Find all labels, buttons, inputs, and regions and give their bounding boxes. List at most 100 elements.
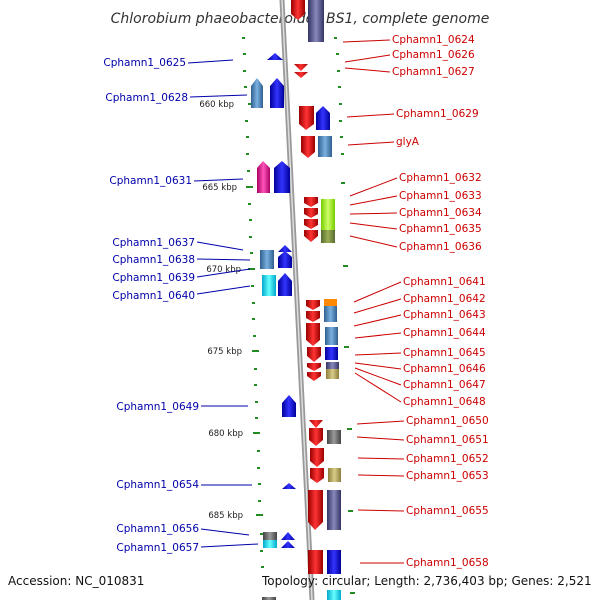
gene-arrow xyxy=(278,273,292,296)
gene-arrow xyxy=(282,483,296,489)
svg-text:665 kbp: 665 kbp xyxy=(202,183,237,193)
svg-text:685 kbp: 685 kbp xyxy=(208,511,243,521)
gene-block xyxy=(262,597,276,600)
gene-arrow xyxy=(304,230,318,242)
gene-block xyxy=(263,540,277,548)
gene-block xyxy=(324,306,337,322)
gene-label: Cphamn1_0629 xyxy=(396,108,479,120)
gene-arrow xyxy=(310,448,324,467)
gene-label: Cphamn1_0628 xyxy=(105,92,188,104)
gene-block xyxy=(321,199,335,230)
gene-label: Cphamn1_0624 xyxy=(392,34,475,46)
gene-arrow xyxy=(304,219,318,229)
topology-text: Topology: circular; Length: 2,736,403 bp… xyxy=(262,574,592,588)
gene-arrow xyxy=(309,428,323,446)
gene-label: Cphamn1_0650 xyxy=(406,415,489,427)
gene-label: Cphamn1_0644 xyxy=(403,327,486,339)
gene-label: Cphamn1_0635 xyxy=(399,223,482,235)
gene-label: Cphamn1_0643 xyxy=(403,309,486,321)
gene-arrow xyxy=(306,300,320,310)
gene-label: Cphamn1_0634 xyxy=(399,207,482,219)
gene-label: Cphamn1_0631 xyxy=(109,175,192,187)
gene-arrow xyxy=(310,468,324,483)
accession-text: Accession: NC_010831 xyxy=(8,574,145,588)
gene-label: Cphamn1_0657 xyxy=(116,542,199,554)
gene-arrow xyxy=(257,161,270,193)
gene-label: Cphamn1_0637 xyxy=(112,237,195,249)
gene-label: Cphamn1_0638 xyxy=(112,254,195,266)
gene-label: Cphamn1_0653 xyxy=(406,470,489,482)
gene-arrow xyxy=(294,64,308,71)
gene-label: Cphamn1_0654 xyxy=(116,479,199,491)
gene-block xyxy=(324,299,337,306)
gene-block xyxy=(326,362,339,369)
gene-arrow xyxy=(278,245,292,252)
gene-arrow xyxy=(281,541,295,548)
gene-arrow xyxy=(299,106,314,130)
gene-arrow xyxy=(306,311,320,322)
gene-arrow xyxy=(281,532,295,540)
gene-arrow xyxy=(251,78,263,108)
gene-block xyxy=(308,0,324,42)
gene-label: Cphamn1_0647 xyxy=(403,379,486,391)
gene-arrow xyxy=(301,136,315,158)
gene-label: Cphamn1_0642 xyxy=(403,293,486,305)
svg-text:660 kbp: 660 kbp xyxy=(199,100,234,110)
gene-arrow xyxy=(304,208,318,218)
svg-text:680 kbp: 680 kbp xyxy=(208,429,243,439)
gene-arrow xyxy=(304,197,318,207)
map-title: Chlorobium phaeobacteroides BS1, complet… xyxy=(111,11,490,27)
gene-block xyxy=(327,490,341,530)
gene-block xyxy=(291,0,305,8)
left-gene-labels: Cphamn1_0625 Cphamn1_0628 Cphamn1_0631 C… xyxy=(103,57,199,554)
gene-arrow xyxy=(282,395,296,417)
gene-block xyxy=(327,590,341,600)
gene-arrow xyxy=(274,161,290,193)
gene-block xyxy=(325,327,338,345)
gene-label: Cphamn1_0655 xyxy=(406,505,489,517)
gene-arrow xyxy=(294,72,308,78)
right-gene-labels: Cphamn1_0624 Cphamn1_0626 Cphamn1_0627 C… xyxy=(392,34,489,569)
reverse-genes xyxy=(291,0,341,600)
gene-arrow xyxy=(316,106,330,130)
gene-arrow xyxy=(267,53,283,60)
gene-block xyxy=(263,532,277,540)
gene-label: Cphamn1_0639 xyxy=(112,272,195,284)
gene-block xyxy=(325,347,338,360)
gene-arrow xyxy=(278,251,292,268)
gene-label: Cphamn1_0645 xyxy=(403,347,486,359)
gene-arrow xyxy=(270,78,284,108)
gene-block xyxy=(326,369,339,379)
gene-label: glyA xyxy=(396,136,420,148)
gene-label: Cphamn1_0648 xyxy=(403,396,486,408)
left-leader-lines xyxy=(187,59,259,548)
gene-arrow xyxy=(309,420,323,428)
gene-arrow xyxy=(307,363,321,371)
right-leader-lines xyxy=(342,39,405,564)
gene-arrow xyxy=(306,323,320,346)
gene-arrow xyxy=(308,490,323,530)
gene-block xyxy=(327,430,341,444)
gene-block xyxy=(262,275,276,296)
gene-block xyxy=(328,468,341,482)
gene-label: Cphamn1_0646 xyxy=(403,363,486,375)
gene-label: Cphamn1_0625 xyxy=(103,57,186,69)
tick-labels: 660 kbp 665 kbp 670 kbp 675 kbp 680 kbp … xyxy=(199,100,243,521)
gene-label: Cphamn1_0651 xyxy=(406,434,489,446)
gene-arrow xyxy=(307,347,321,362)
gene-block xyxy=(321,230,335,243)
gene-label: Cphamn1_0627 xyxy=(392,66,475,78)
gene-label: Cphamn1_0656 xyxy=(116,523,199,535)
gene-label: Cphamn1_0641 xyxy=(403,276,486,288)
gene-block xyxy=(260,250,274,269)
gene-label: Cphamn1_0658 xyxy=(406,557,489,569)
gene-label: Cphamn1_0633 xyxy=(399,190,482,202)
gene-arrow xyxy=(291,8,305,20)
gene-arrow xyxy=(307,372,321,381)
forward-genes xyxy=(251,53,296,600)
gene-block xyxy=(308,550,323,574)
gene-label: Cphamn1_0640 xyxy=(112,290,195,302)
svg-text:675 kbp: 675 kbp xyxy=(207,347,242,357)
gene-label: Cphamn1_0652 xyxy=(406,453,489,465)
gene-label: Cphamn1_0626 xyxy=(392,49,475,61)
